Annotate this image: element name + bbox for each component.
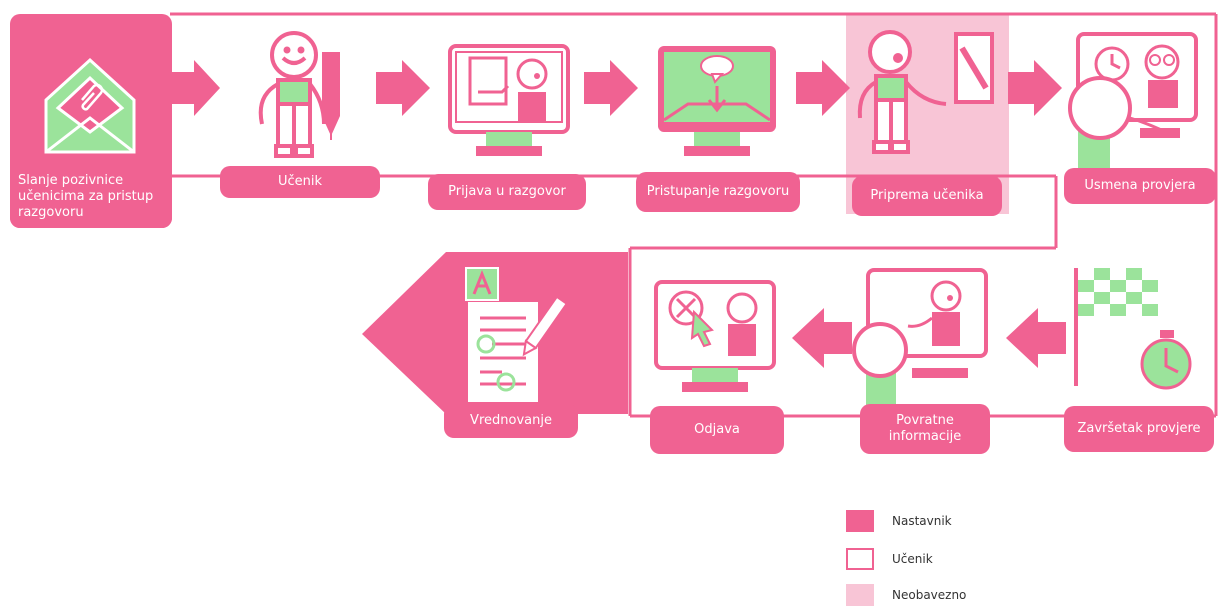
- legend-swatch-optional: [846, 584, 874, 606]
- logout-monitor-icon: [654, 280, 776, 392]
- login-monitor-icon: [448, 44, 570, 156]
- legend-label: Nastavnik: [892, 514, 952, 528]
- label-oral: Usmena provjera: [1064, 168, 1216, 204]
- label-feedback: Povratne informacije: [860, 404, 990, 454]
- join-monitor-icon: [658, 46, 776, 156]
- grading-document-icon: [465, 267, 569, 402]
- label-prep: Priprema učenika: [852, 176, 1002, 216]
- student-figure-icon: [258, 31, 326, 158]
- arrow-right-icon: [376, 60, 430, 116]
- label-join: Pristupanje razgovoru: [636, 172, 800, 212]
- label-grading: Vrednovanje: [444, 404, 578, 438]
- legend-teacher: Nastavnik: [846, 510, 952, 532]
- preparation-figure-icon: [857, 30, 947, 154]
- legend-label: Neobavezno: [892, 588, 967, 602]
- legend-label: Učenik: [892, 552, 933, 566]
- envelope-icon: [44, 57, 136, 154]
- arrow-right-icon: [796, 60, 850, 116]
- label-student: Učenik: [220, 166, 380, 198]
- legend-optional: Neobavezno: [846, 584, 966, 606]
- label-end: Završetak provjere: [1064, 406, 1214, 452]
- oral-exam-monitor-icon: [1068, 32, 1198, 176]
- label-logout: Odjava: [650, 406, 784, 454]
- arrow-right-icon: [584, 60, 638, 116]
- pencil-icon: [322, 52, 340, 140]
- arrow-left-icon: [1006, 308, 1066, 368]
- arrow-left-icon: [792, 308, 852, 368]
- feedback-monitor-icon: [852, 268, 988, 408]
- stopwatch-icon: [1140, 330, 1192, 390]
- finish-flag-icon: [1074, 268, 1158, 386]
- label-invitation: Slanje pozivnice učenicima za pristup ra…: [10, 166, 172, 228]
- legend-swatch-student: [846, 548, 874, 570]
- legend-swatch-teacher: [846, 510, 874, 532]
- arrow-right-icon: [1008, 60, 1062, 116]
- mirror-icon: [954, 32, 994, 104]
- arrow-right-icon: [172, 60, 220, 116]
- legend-student: Učenik: [846, 548, 933, 570]
- label-login: Prijava u razgovor: [428, 174, 586, 210]
